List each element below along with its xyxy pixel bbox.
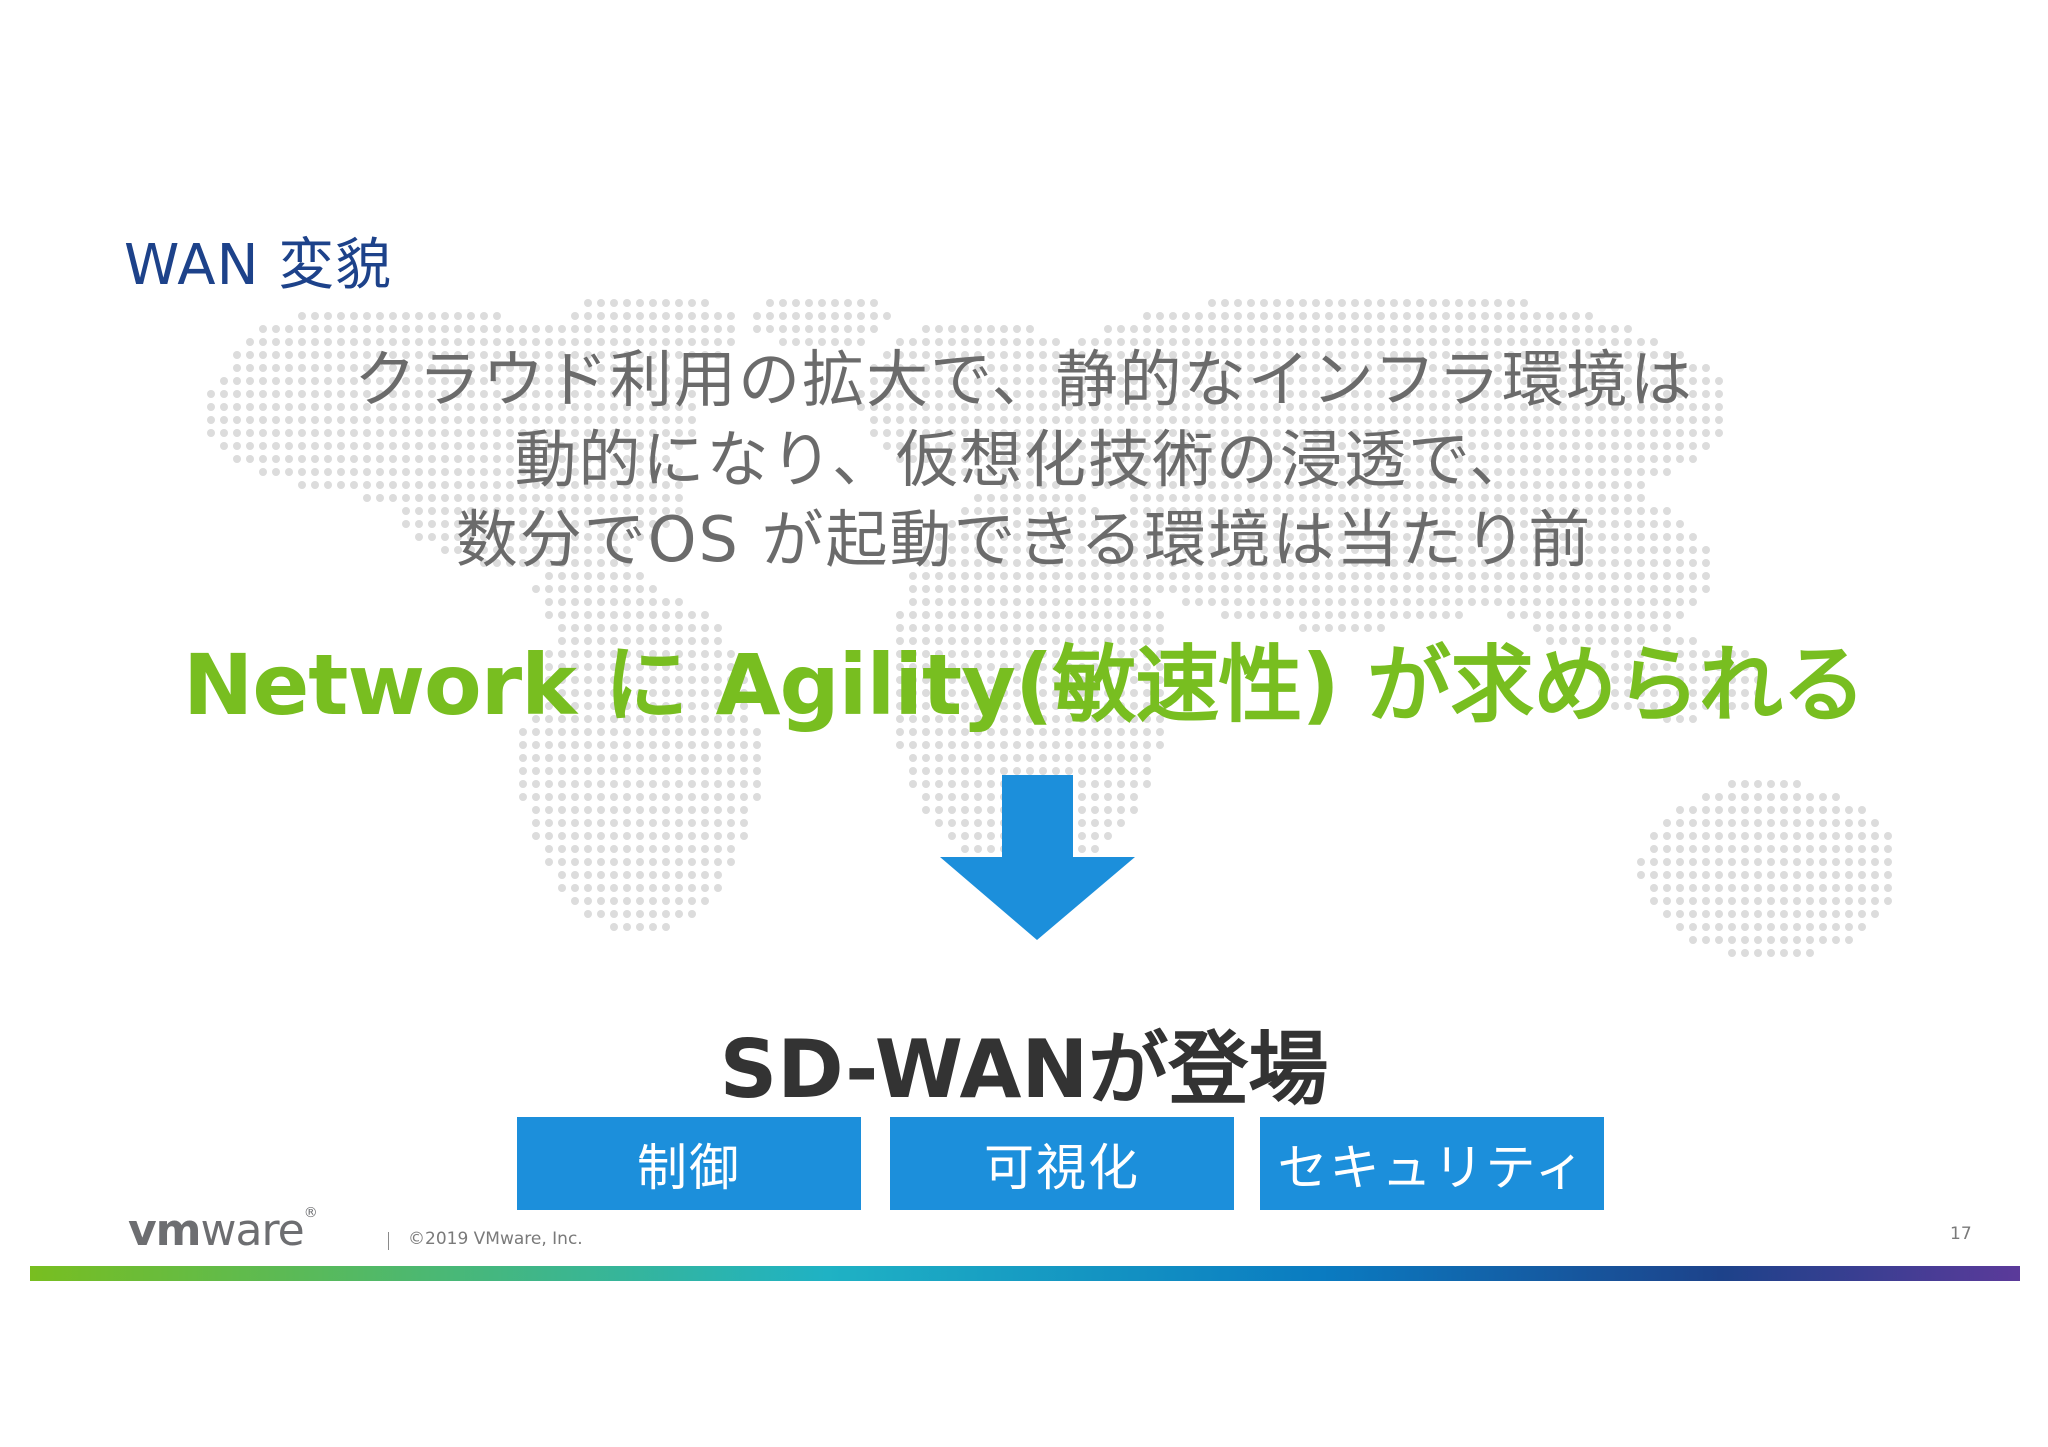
body-text: クラウド利用の拡大で、静的なインフラ環境は 動的になり、仮想化技術の浸透で、 数… xyxy=(0,340,2048,580)
logo-vm: vm xyxy=(128,1205,202,1256)
result-heading: SD-WANが登場 xyxy=(719,1023,1329,1116)
down-arrow-icon xyxy=(940,775,1135,940)
feature-visibility: 可視化 xyxy=(890,1117,1234,1210)
feature-control: 制御 xyxy=(517,1117,861,1210)
footer-copyright: ©2019 VMware, Inc. xyxy=(408,1229,583,1249)
body-line-2: 動的になり、仮想化技術の浸透で、 xyxy=(514,423,1534,496)
headline: Network に Agility(敏速性) が求められる xyxy=(183,636,1866,734)
page-number: 17 xyxy=(1950,1224,1972,1244)
logo-ware: ware xyxy=(200,1205,305,1256)
logo-reg: ® xyxy=(303,1205,318,1221)
world-map-dots xyxy=(207,299,1892,957)
footer-gradient-bar xyxy=(30,1266,2020,1281)
body-line-3: 数分でOS が起動できる環境は当たり前 xyxy=(455,503,1593,576)
footer-separator xyxy=(388,1232,389,1250)
feature-security: セキュリティ xyxy=(1260,1117,1604,1210)
vmware-logo: vmware® xyxy=(128,1205,318,1256)
body-line-1: クラウド利用の拡大で、静的なインフラ環境は xyxy=(354,343,1694,416)
slide-title: WAN 変貌 xyxy=(124,233,393,298)
